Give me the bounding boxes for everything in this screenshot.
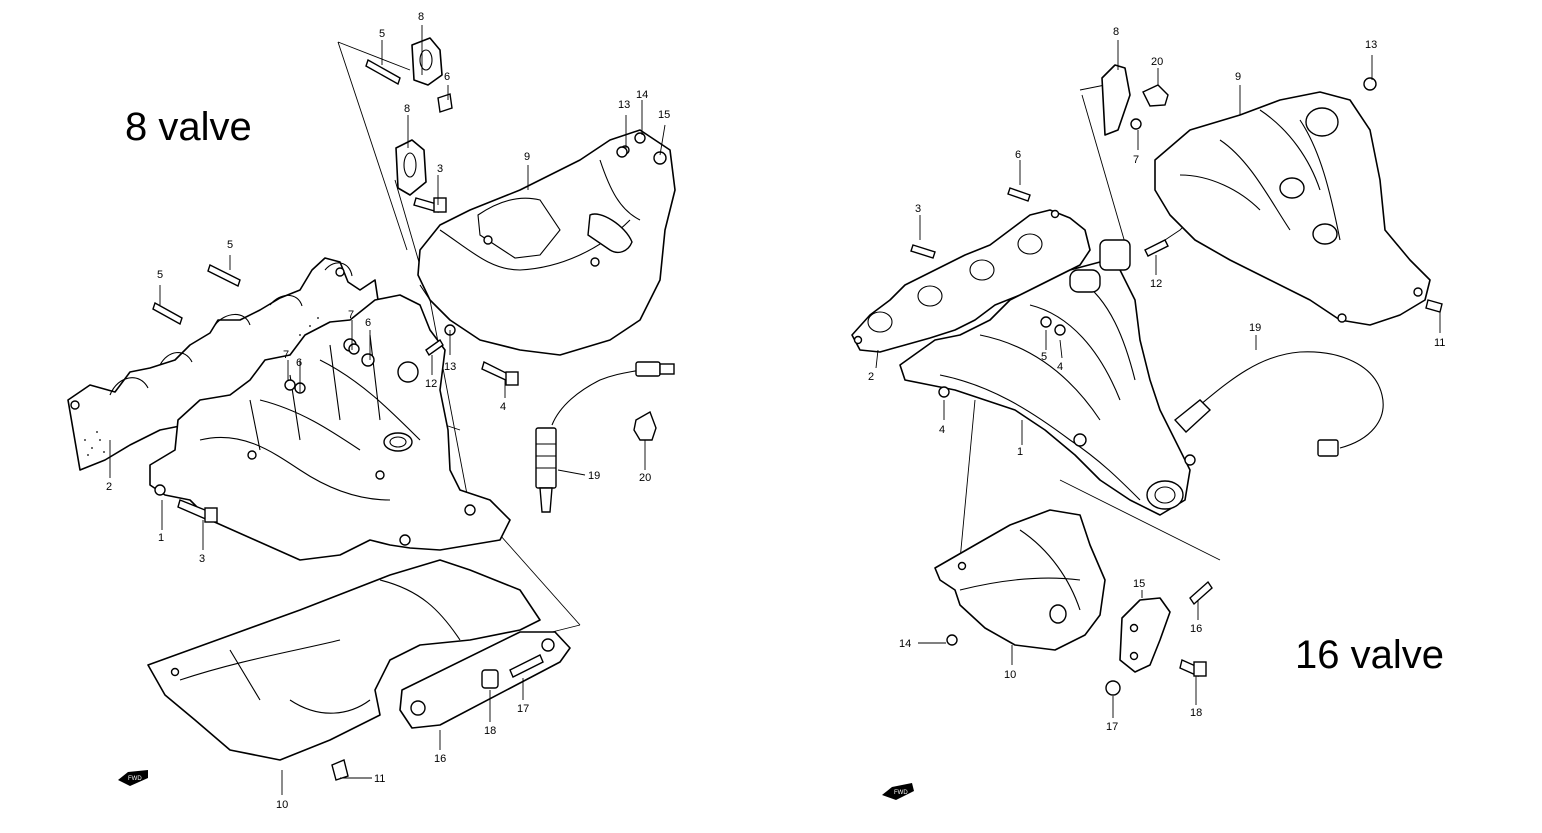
left-fwd-arrow: FWD: [118, 770, 148, 786]
callout-right-15: 15: [1133, 578, 1145, 590]
callout-left-19: 19: [588, 470, 600, 482]
callout-left-2: 2: [106, 481, 112, 493]
svg-text:FWD: FWD: [128, 776, 142, 782]
right-fwd-arrow: FWD: [882, 783, 914, 800]
callout-left-6: 6: [444, 71, 450, 83]
callout-left-12: 12: [425, 378, 437, 390]
callout-right-16: 16: [1190, 623, 1202, 635]
right-assembly: FWD 1 2 3 4 4 5 6 7 8 9 10 11 12 13 14 1…: [851, 26, 1445, 800]
callout-left-20: 20: [639, 472, 651, 484]
callout-left-15: 15: [658, 109, 670, 121]
callout-left-13b: 13: [444, 361, 456, 373]
right-lower-shield: [934, 509, 1106, 651]
left-assembly: FWD 1 2 3 3 4 5 5 5 6 6 6 7 7 8 8 9 10 1…: [67, 11, 676, 811]
callout-left-5: 5: [379, 28, 385, 40]
right-heat-shield: [1154, 91, 1431, 326]
callout-right-18: 18: [1190, 707, 1202, 719]
callout-left-6c: 6: [296, 357, 302, 369]
callout-right-4b: 4: [1057, 361, 1063, 373]
right-exhaust-manifold: [899, 239, 1196, 516]
callout-left-5c: 5: [157, 269, 163, 281]
right-guide-lines: [959, 84, 1221, 561]
callout-left-8b: 8: [404, 103, 410, 115]
callout-right-5: 5: [1041, 351, 1047, 363]
right-clip: [1142, 84, 1169, 107]
left-flange-gasket-lower: [395, 139, 427, 196]
callout-right-17: 17: [1106, 721, 1118, 733]
callout-left-11: 11: [374, 773, 385, 785]
right-flange-gasket: [1101, 64, 1131, 136]
callout-right-20: 20: [1151, 56, 1163, 68]
callout-left-18: 18: [484, 725, 496, 737]
callout-right-9: 9: [1235, 71, 1241, 83]
callout-right-6: 6: [1015, 149, 1021, 161]
callout-left-7: 7: [348, 309, 354, 321]
callout-right-19: 19: [1249, 322, 1261, 334]
callout-left-5b: 5: [227, 239, 233, 251]
callout-left-3: 3: [437, 163, 443, 175]
callout-left-16: 16: [434, 753, 446, 765]
left-diagram-title: 8 valve: [125, 105, 252, 149]
left-heat-shield: [417, 129, 676, 356]
callout-right-1: 1: [1017, 446, 1023, 458]
svg-text:FWD: FWD: [894, 790, 908, 796]
right-fasteners: [910, 77, 1443, 696]
callout-right-7: 7: [1133, 154, 1139, 166]
left-flange-gasket-upper: [411, 37, 443, 86]
callout-left-10: 10: [276, 799, 288, 811]
callout-right-3: 3: [915, 203, 921, 215]
callout-left-8: 8: [418, 11, 424, 23]
callout-right-11: 11: [1434, 337, 1445, 349]
left-manifold: [149, 294, 511, 561]
callout-left-7b: 7: [283, 349, 289, 361]
right-oxygen-sensor: [1173, 351, 1384, 457]
callout-right-13: 13: [1365, 39, 1377, 51]
right-gasket: [851, 209, 1091, 353]
callout-left-14: 14: [636, 89, 648, 101]
right-bracket: [1119, 597, 1171, 673]
callout-left-9: 9: [524, 151, 530, 163]
callout-right-14: 14: [899, 638, 911, 650]
callout-right-4: 4: [939, 424, 945, 436]
callout-right-10: 10: [1004, 669, 1016, 681]
callout-left-13: 13: [618, 99, 630, 111]
callout-right-8: 8: [1113, 26, 1119, 38]
callout-left-3b: 3: [199, 553, 205, 565]
callout-right-2: 2: [868, 371, 874, 383]
left-lower-shield: [147, 559, 541, 761]
left-oxygen-sensor: [535, 361, 675, 513]
callout-left-6b: 6: [365, 317, 371, 329]
right-diagram-title: 16 valve: [1295, 633, 1444, 677]
left-clip: [633, 410, 657, 441]
callout-left-4: 4: [500, 401, 506, 413]
callout-left-1: 1: [158, 532, 164, 544]
callout-right-12: 12: [1150, 278, 1162, 290]
callout-left-17: 17: [517, 703, 529, 715]
